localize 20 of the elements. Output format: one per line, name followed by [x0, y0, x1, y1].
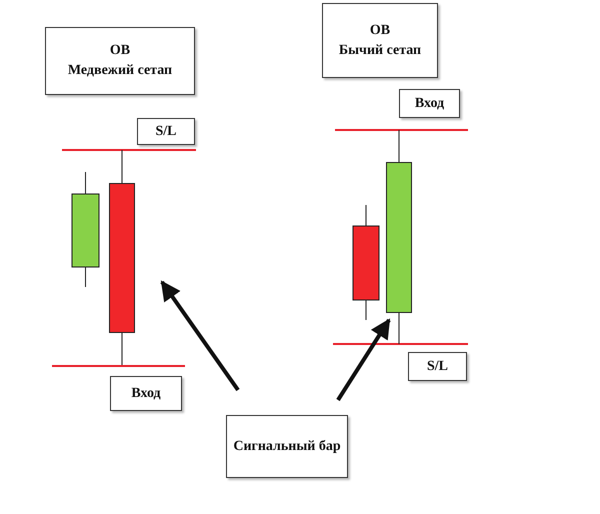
box-heading: ОВ [110, 43, 130, 59]
candlestick-bar [109, 183, 135, 333]
box-text: Медвежий сетап [68, 63, 172, 79]
box-text: Вход [131, 386, 161, 402]
box-text: Сигнальный бар [233, 438, 341, 454]
box-text: S/L [155, 124, 176, 140]
label-box [399, 89, 460, 118]
box-text: S/L [426, 358, 448, 374]
label-box [137, 118, 195, 145]
arrow [336, 318, 391, 402]
label-box [110, 376, 182, 411]
candlestick-bar [386, 162, 412, 313]
label-box [226, 415, 348, 478]
box-text: Вход [414, 96, 444, 112]
setup-box [322, 3, 438, 78]
label-box [408, 352, 467, 381]
box-heading: ОВ [370, 22, 390, 38]
setup-box [45, 27, 195, 95]
arrow [160, 280, 240, 392]
box-text: Бычий сетап [338, 42, 422, 58]
